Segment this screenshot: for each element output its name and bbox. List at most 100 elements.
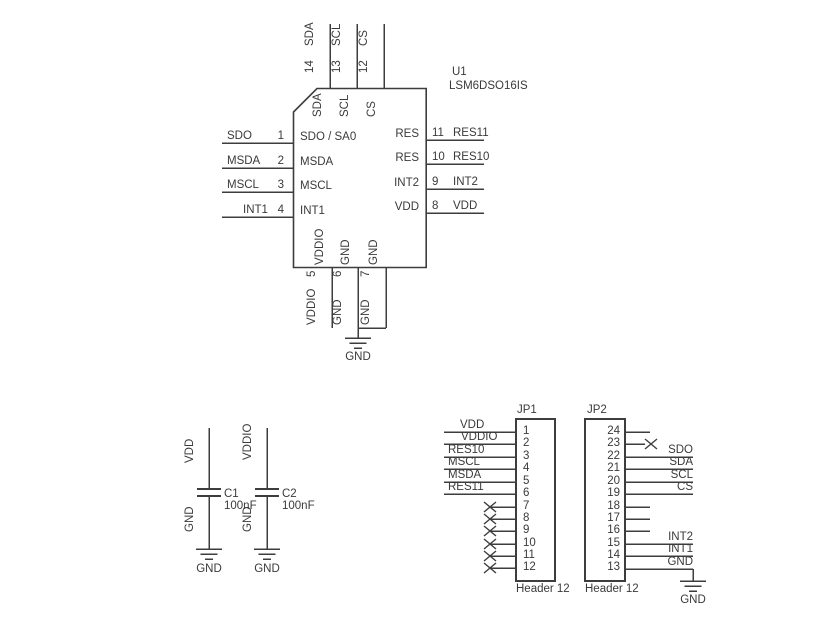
net-label: INT2	[453, 176, 478, 188]
ic-pin-name: SDA	[312, 93, 324, 117]
pin-number: 6	[523, 487, 530, 499]
pin-number: 13	[331, 60, 343, 73]
pin-number: 14	[607, 549, 620, 561]
pin-number: 8	[432, 200, 439, 212]
net-label: GND	[360, 299, 372, 325]
ic-pin-name: VDD	[394, 201, 419, 213]
net-label: INT1	[668, 543, 693, 555]
nc-x-icon	[644, 438, 658, 450]
pin-number: 20	[607, 475, 620, 487]
net-label: GND	[242, 506, 254, 532]
pin-number: 1	[277, 130, 284, 142]
pin-number: 2	[277, 155, 284, 167]
nc-x-icon	[483, 501, 497, 513]
c1-ground-symbol	[196, 548, 222, 560]
cap-refdes: C2	[282, 488, 297, 500]
net-label: INT2	[668, 531, 693, 543]
net-label: SCL	[331, 23, 343, 46]
jp1-body	[515, 418, 556, 582]
jp1-net-wires	[444, 431, 516, 495]
ground-label: GND	[680, 594, 706, 606]
jp2-wires	[625, 431, 694, 581]
pin-number: 9	[523, 524, 530, 536]
pin-number: 11	[523, 549, 535, 561]
jp1-refdes: JP1	[517, 404, 537, 416]
pin-number: 1	[523, 425, 530, 437]
pin-number: 3	[277, 179, 284, 191]
c1-plates	[197, 487, 221, 498]
nc-x-icon	[483, 562, 497, 574]
pin-number: 10	[523, 537, 536, 549]
jp2-ground-symbol	[680, 580, 706, 592]
pin-number: 14	[304, 60, 316, 73]
nc-x-icon	[483, 513, 497, 525]
ground-label: GND	[345, 351, 371, 363]
net-label: MSCL	[448, 456, 480, 468]
pin-number: 7	[523, 500, 530, 512]
ic-left-pin-wires	[222, 142, 293, 218]
ic-pin-name: GND	[340, 239, 352, 265]
net-label: MSCL	[227, 179, 259, 191]
nc-x-icon	[483, 525, 497, 537]
net-label: VDD	[453, 200, 478, 212]
pin-number: 3	[523, 450, 530, 462]
pin-number: 12	[358, 60, 370, 73]
net-label: GND	[184, 506, 196, 532]
ic-pin-name: VDDIO	[314, 228, 326, 265]
net-label: CS	[677, 481, 693, 493]
ic-pin-name: GND	[368, 239, 380, 265]
ic-pin-name: MSCL	[300, 180, 332, 192]
net-label: SDO	[227, 130, 252, 142]
pin-number: 19	[607, 487, 620, 499]
net-label: GND	[667, 556, 693, 568]
pin-number: 4	[277, 204, 284, 216]
ic-pin-name: INT1	[300, 205, 325, 217]
pin-number: 9	[432, 176, 439, 188]
cap-refdes: C1	[224, 488, 239, 500]
ic-pin-name: SCL	[339, 94, 351, 117]
pin-number: 8	[523, 512, 530, 524]
c2-plates	[255, 487, 279, 498]
cap-value: 100nF	[282, 500, 315, 512]
pin-number: 16	[607, 524, 620, 536]
pin-number: 23	[607, 437, 620, 449]
jp2-body	[584, 418, 626, 582]
net-label: RES11	[453, 127, 489, 139]
net-label: RES11	[448, 481, 484, 493]
net-label: MSDA	[448, 469, 482, 481]
nc-x-icon	[483, 550, 497, 562]
pin-number: 18	[607, 500, 620, 512]
net-label: VDD	[184, 438, 196, 463]
net-label: SDO	[668, 444, 693, 456]
net-label: SDA	[669, 456, 693, 468]
ic-pin-name: RES	[395, 152, 419, 164]
pin-number: 6	[332, 270, 344, 277]
pin-number: 7	[360, 270, 372, 277]
net-label: SCL	[670, 469, 693, 481]
pin-number: 13	[607, 561, 620, 573]
ground-label: GND	[196, 563, 222, 575]
net-label: VDDIO	[306, 288, 318, 325]
net-label: RES10	[453, 151, 490, 163]
ic-refdes: U1	[452, 66, 467, 78]
net-label: VDD	[460, 419, 485, 431]
ic-pin-name: SDO / SA0	[300, 131, 357, 143]
net-label: RES10	[448, 444, 485, 456]
ic-body	[292, 87, 427, 269]
ic-pin-name: MSDA	[300, 156, 334, 168]
jp2-no-connect-marks	[644, 438, 658, 450]
ic-pin-name: INT2	[394, 177, 419, 189]
pin-number: 15	[607, 537, 620, 549]
pin-number: 21	[607, 462, 620, 474]
pin-number: 24	[607, 425, 620, 437]
nc-x-icon	[483, 538, 497, 550]
pin-number: 4	[523, 462, 530, 474]
net-label: MSDA	[227, 155, 261, 167]
c2-ground-symbol	[254, 548, 280, 560]
ic-ground-symbol	[345, 337, 371, 349]
pin-number: 5	[306, 270, 318, 277]
jp2-refdes: JP2	[587, 404, 607, 416]
net-label: INT1	[243, 204, 268, 216]
